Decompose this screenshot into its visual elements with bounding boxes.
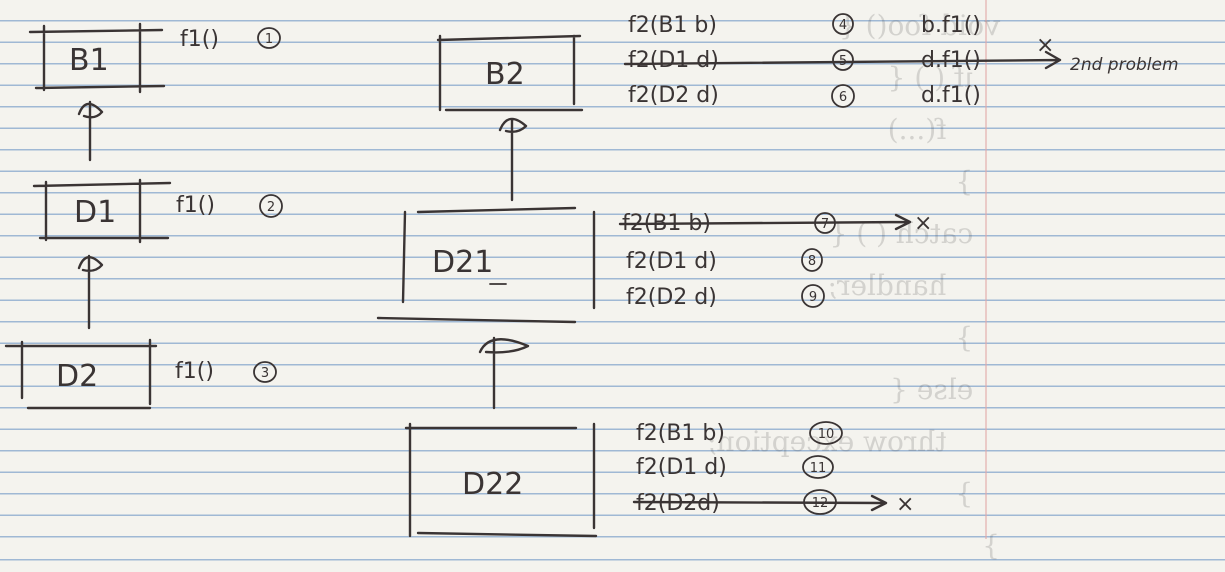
step-number: 2 <box>267 200 275 215</box>
b2-method-row-3: f2(D2 d) 6 d.f1() <box>628 83 981 108</box>
x-mark: × <box>896 492 914 517</box>
box-d22: D22 <box>404 422 598 538</box>
step-number: 7 <box>821 217 829 232</box>
step-number: 1 <box>265 32 273 47</box>
method-signature: f2(D1 d) <box>626 249 717 274</box>
box-b2: B2 <box>436 34 584 112</box>
box-d21-label: D21 <box>432 245 493 280</box>
strikethrough-arrow <box>632 494 888 512</box>
d22-method-row-3: f2(D2d) 12 <box>636 489 837 516</box>
step-number-circle <box>253 361 277 383</box>
step-number: 10 <box>818 427 835 442</box>
step-number-circle <box>809 421 843 445</box>
step-number: 11 <box>810 461 827 476</box>
x-mark: × <box>914 211 932 236</box>
box-d2: D2 <box>4 338 158 410</box>
method-signature: f2(D2 d) <box>626 285 717 310</box>
step-number: 9 <box>809 290 817 305</box>
box-d1-label: D1 <box>74 195 116 230</box>
left-method-row-3: f1() 3 <box>175 359 277 384</box>
d22-method-row-2: f2(D1 d) 11 <box>636 455 834 480</box>
step-number: 4 <box>839 18 847 33</box>
box-d21: D21 <box>376 206 596 324</box>
step-number-circle <box>832 13 854 35</box>
method-signature: f2(D2d) <box>636 491 720 516</box>
box-d22-label: D22 <box>462 467 523 502</box>
d22-method-row-1: f2(B1 b) 10 <box>636 421 843 446</box>
left-method-row-2: f1() 2 <box>176 193 283 218</box>
method-signature: f2(D1 d) <box>628 48 719 73</box>
x-mark: × <box>1036 33 1054 58</box>
step-number-circle <box>831 84 855 108</box>
step-number-circle <box>257 27 281 49</box>
strikethrough-arrow <box>623 50 1062 70</box>
d21-method-row-2: f2(D1 d) 8 <box>626 248 823 274</box>
step-number-circle <box>832 49 854 71</box>
notebook-margin-line <box>985 0 987 539</box>
step-number-circle <box>801 248 823 272</box>
step-number: 6 <box>839 90 847 105</box>
class-hierarchy-diagram: B1 D1 D2 f1() 1 f1() 2 f1() 3 B2 D21 D22 <box>4 13 1179 538</box>
arrow-d1-to-b1 <box>77 100 104 162</box>
method-signature: f1() <box>175 359 214 384</box>
step-number: 8 <box>808 254 816 269</box>
step-number-circle <box>802 455 834 479</box>
box-b2-label: B2 <box>485 57 525 92</box>
box-d1: D1 <box>32 178 172 244</box>
b2-method-row-1: f2(B1 b) 4 b.f1() <box>628 13 981 38</box>
box-d2-label: D2 <box>56 359 98 394</box>
arrow-d2-to-d1 <box>77 254 104 330</box>
method-signature: f2(B1 b) <box>628 13 717 38</box>
arrow-d22-to-d21 <box>478 336 530 410</box>
strikethrough-arrow <box>618 213 912 231</box>
arrow-d21-to-b2 <box>498 117 528 202</box>
step-number: 3 <box>261 366 269 381</box>
method-signature: f2(D1 d) <box>636 455 727 480</box>
step-number-circle <box>801 284 825 308</box>
method-call: b.f1() <box>921 13 981 38</box>
d21-method-row-3: f2(D2 d) 9 <box>626 284 825 310</box>
box-b1-label: B1 <box>69 43 109 78</box>
left-method-row-1: f1() 1 <box>180 27 281 52</box>
method-call: d.f1() <box>921 83 981 108</box>
method-signature: f1() <box>180 27 219 52</box>
box-b1: B1 <box>28 22 166 94</box>
step-number-circle <box>259 194 283 218</box>
method-signature: f2(D2 d) <box>628 83 719 108</box>
method-signature: f1() <box>176 193 215 218</box>
method-signature: f2(B1 b) <box>636 421 725 446</box>
problem-note: 2nd problem <box>1070 55 1179 75</box>
